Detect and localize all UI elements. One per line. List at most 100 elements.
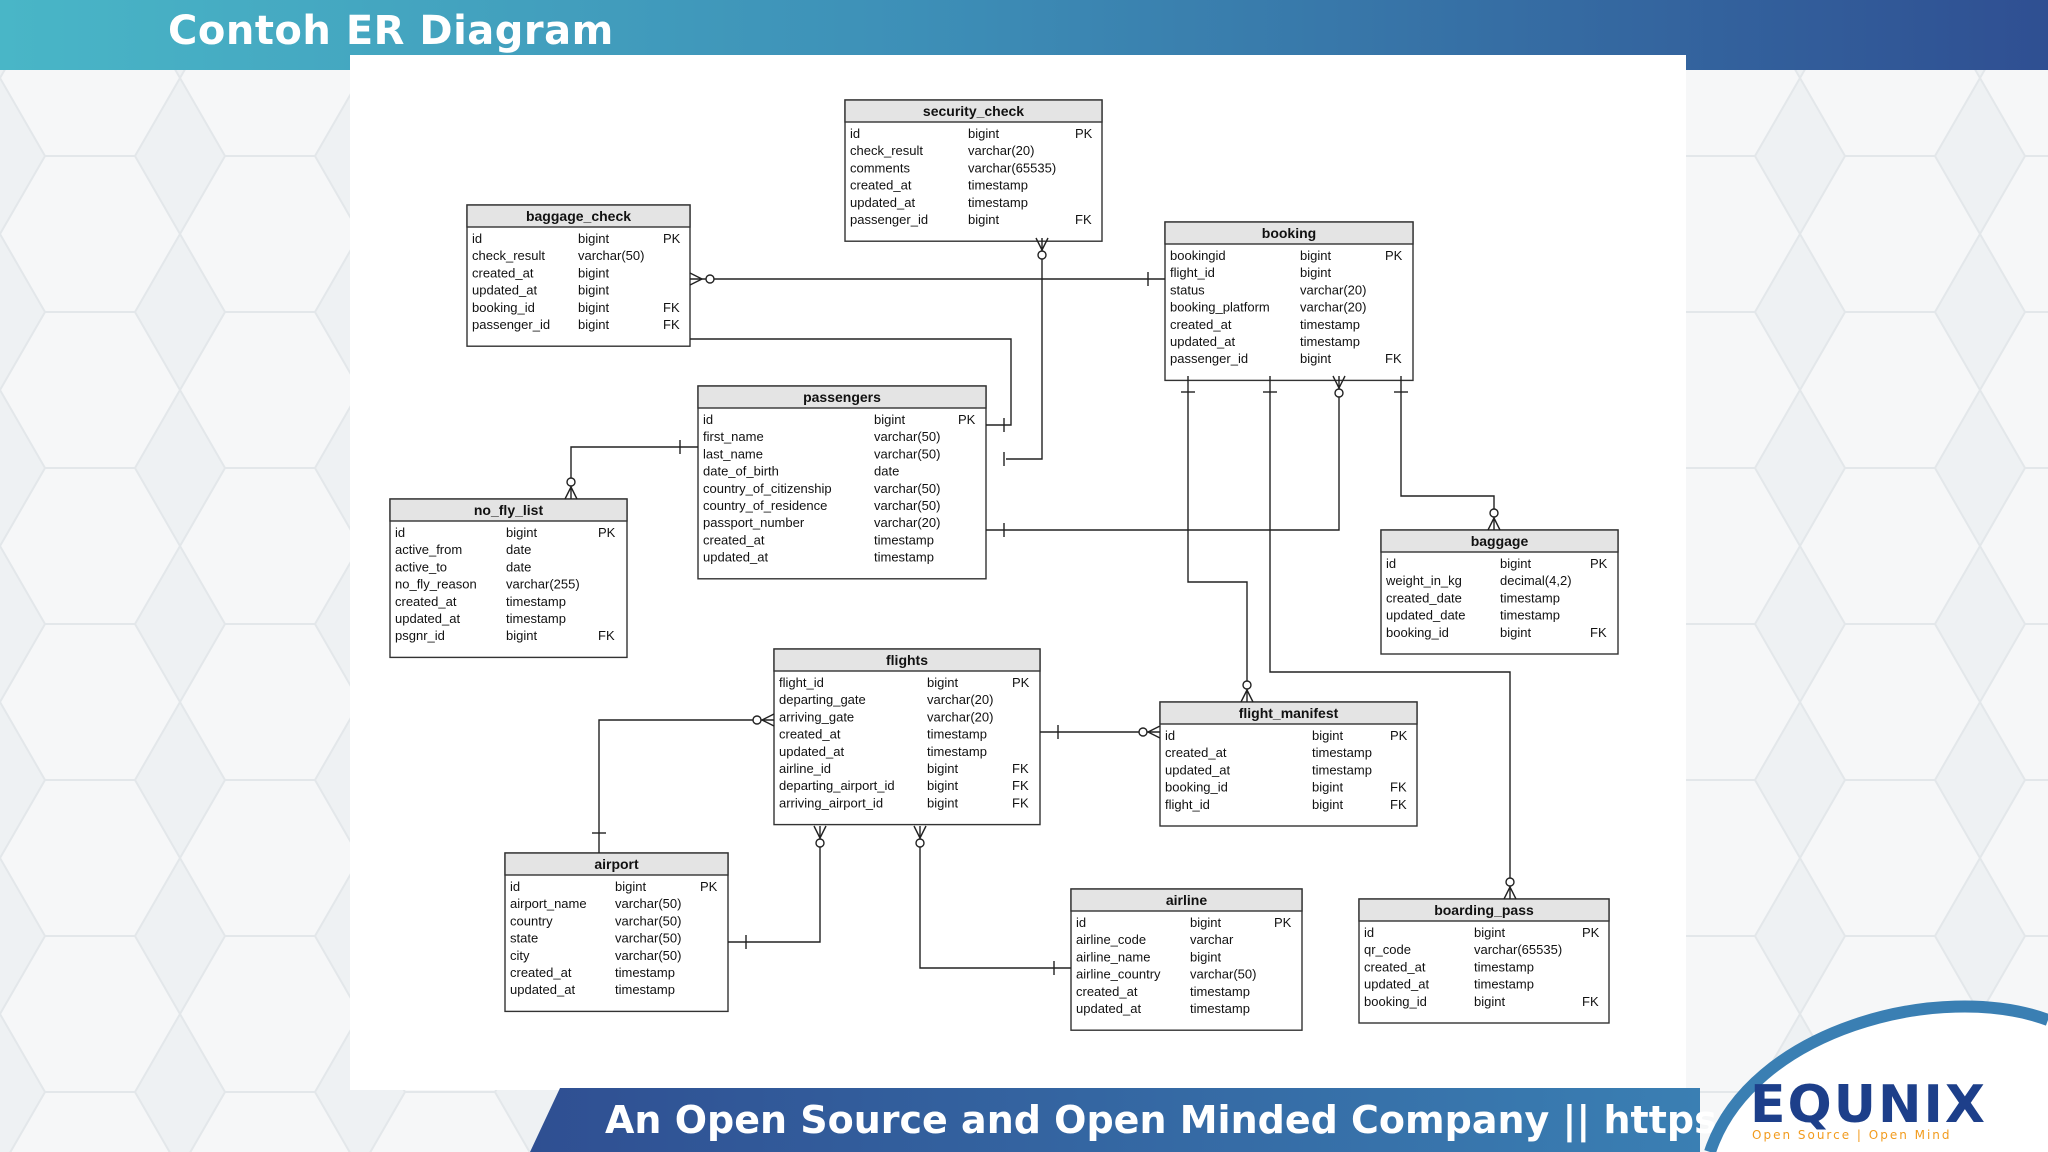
relationship-line — [598, 719, 774, 853]
column-type: timestamp — [874, 550, 934, 565]
column-name: country_of_residence — [703, 498, 827, 513]
column-type: bigint — [578, 231, 609, 246]
key-badge: PK — [1590, 556, 1608, 571]
key-badge: FK — [1385, 351, 1402, 366]
cardinality-zero-mark — [1138, 727, 1148, 737]
relationship-line — [1400, 376, 1495, 530]
column-type: timestamp — [1190, 984, 1250, 999]
column-type: timestamp — [506, 611, 566, 626]
column-name: airline_id — [779, 761, 831, 776]
column-name: check_result — [850, 143, 923, 158]
column-name: id — [703, 412, 713, 427]
column-name: id — [1386, 556, 1396, 571]
column-name: created_at — [779, 727, 841, 742]
column-name: weight_in_kg — [1385, 573, 1462, 588]
column-name: updated_date — [1386, 608, 1466, 623]
column-name: updated_at — [510, 982, 575, 997]
relationship-line — [1187, 376, 1248, 702]
column-name: created_at — [472, 265, 534, 280]
column-type: timestamp — [1500, 590, 1560, 605]
column-name: id — [1364, 925, 1374, 940]
column-name: qr_code — [1364, 942, 1411, 957]
equnix-logo-tagline: Open Source | Open Mind — [1752, 1128, 1952, 1142]
key-badge: FK — [663, 317, 680, 332]
key-badge: FK — [663, 300, 680, 315]
relationship-line — [689, 272, 704, 286]
column-name: updated_at — [1170, 334, 1235, 349]
column-name: booking_platform — [1170, 300, 1270, 315]
column-name: date_of_birth — [703, 464, 779, 479]
column-type: varchar(50) — [874, 429, 940, 444]
relationship-line — [570, 446, 698, 499]
column-type: bigint — [1300, 265, 1331, 280]
column-type: bigint — [927, 761, 958, 776]
key-badge: PK — [598, 525, 616, 540]
column-name: first_name — [703, 429, 764, 444]
column-type: decimal(4,2) — [1500, 573, 1572, 588]
column-type: bigint — [1300, 351, 1331, 366]
column-type: bigint — [1190, 915, 1221, 930]
column-name: psgnr_id — [395, 628, 445, 643]
column-name: created_at — [1364, 959, 1426, 974]
column-name: departing_airport_id — [779, 778, 895, 793]
column-name: check_result — [472, 248, 545, 263]
entity-title: flight_manifest — [1239, 705, 1339, 721]
column-name: booking_id — [1364, 994, 1427, 1009]
column-type: varchar(20) — [927, 709, 993, 724]
column-type: timestamp — [1312, 745, 1372, 760]
column-type: timestamp — [1312, 762, 1372, 777]
key-badge: PK — [1582, 925, 1600, 940]
key-badge: FK — [1012, 778, 1029, 793]
relationship-line — [1006, 238, 1043, 460]
column-type: varchar(20) — [874, 515, 940, 530]
column-name: updated_at — [472, 283, 537, 298]
column-type: bigint — [874, 412, 905, 427]
column-type: timestamp — [927, 744, 987, 759]
cardinality-zero-mark — [752, 715, 762, 725]
column-type: timestamp — [615, 982, 675, 997]
entity-title: booking — [1262, 225, 1316, 241]
column-type: bigint — [615, 879, 646, 894]
column-type: timestamp — [874, 532, 934, 547]
column-name: state — [510, 931, 538, 946]
relationship-line — [728, 826, 821, 943]
column-type: varchar(20) — [927, 692, 993, 707]
cardinality-zero-mark — [1334, 388, 1344, 398]
relationship-lines — [564, 237, 1517, 975]
column-type: timestamp — [927, 727, 987, 742]
column-name: no_fly_reason — [395, 577, 477, 592]
column-name: created_at — [703, 532, 765, 547]
key-badge: FK — [598, 628, 615, 643]
column-type: varchar(65535) — [968, 160, 1056, 175]
column-type: bigint — [1300, 248, 1331, 263]
relationship-line — [690, 338, 1012, 426]
column-type: varchar(255) — [506, 577, 580, 592]
column-name: airline_name — [1076, 949, 1150, 964]
column-type: varchar(50) — [615, 896, 681, 911]
key-badge: PK — [1390, 728, 1408, 743]
cardinality-zero-mark — [1489, 508, 1499, 518]
cardinality-zero-mark — [1505, 877, 1515, 887]
key-badge: PK — [958, 412, 976, 427]
column-name: created_at — [1165, 745, 1227, 760]
column-type: varchar(20) — [1300, 300, 1366, 315]
column-type: varchar(65535) — [1474, 942, 1562, 957]
column-type: varchar(50) — [874, 498, 940, 513]
column-type: varchar(50) — [615, 931, 681, 946]
relationship-line — [1240, 688, 1254, 703]
column-name: updated_at — [703, 550, 768, 565]
relationship-line — [913, 825, 927, 840]
column-name: country — [510, 913, 553, 928]
column-name: id — [1165, 728, 1175, 743]
column-name: flight_id — [1170, 265, 1215, 280]
column-name: id — [472, 231, 482, 246]
entity-title: baggage — [1471, 533, 1529, 549]
